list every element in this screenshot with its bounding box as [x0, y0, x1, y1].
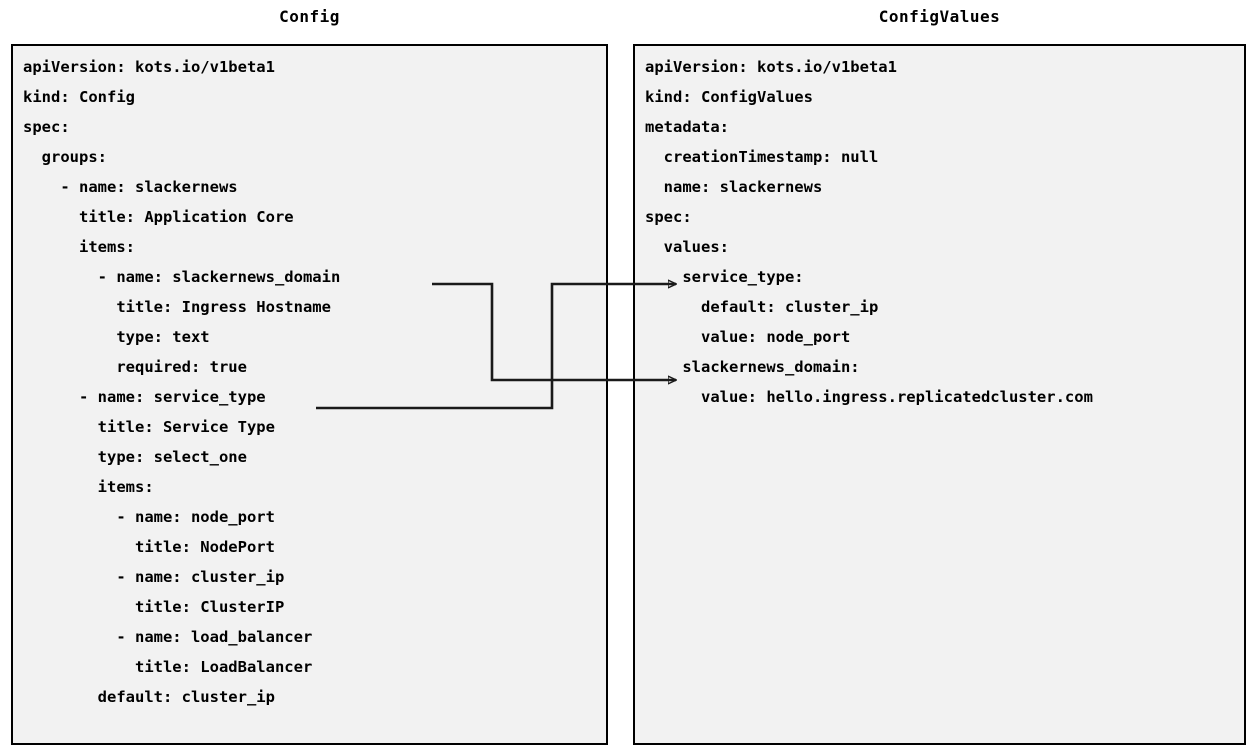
- config-yaml-line: - name: slackernews: [23, 178, 238, 196]
- panel-title-config: Config: [279, 7, 340, 26]
- config-yaml-line: spec:: [23, 118, 70, 136]
- config-yaml-line: required: true: [23, 358, 247, 376]
- configvalues-yaml-line: spec:: [645, 208, 692, 226]
- config-yaml-line: title: ClusterIP: [23, 598, 285, 616]
- configvalues-yaml-line: values:: [645, 238, 729, 256]
- configvalues-yaml-line: creationTimestamp: null: [645, 148, 879, 166]
- config-yaml-text: apiVersion: kots.io/v1beta1 kind: Config s…: [23, 52, 606, 712]
- configvalues-yaml-line: value: node_port: [645, 328, 851, 346]
- config-yaml-line: default: cluster_ip: [23, 688, 275, 706]
- config-yaml-line: - name: load_balancer: [23, 628, 313, 646]
- configvalues-yaml-line: kind: ConfigValues: [645, 88, 813, 106]
- config-yaml-line: - name: node_port: [23, 508, 275, 526]
- config-yaml-line: - name: service_type: [23, 388, 266, 406]
- config-yaml-line: - name: cluster_ip: [23, 568, 285, 586]
- config-yaml-line: title: LoadBalancer: [23, 658, 313, 676]
- config-yaml-line: kind: Config: [23, 88, 135, 106]
- config-yaml-line: items:: [23, 238, 135, 256]
- config-yaml-line: title: Service Type: [23, 418, 275, 436]
- config-yaml-line: apiVersion: kots.io/v1beta1: [23, 58, 275, 76]
- config-yaml-line: type: text: [23, 328, 210, 346]
- panel-title-configvalues: ConfigValues: [878, 7, 1001, 26]
- configvalues-yaml-line: apiVersion: kots.io/v1beta1: [645, 58, 897, 76]
- config-yaml-line: title: Application Core: [23, 208, 294, 226]
- config-yaml-line: items:: [23, 478, 154, 496]
- config-yaml-panel: apiVersion: kots.io/v1beta1 kind: Config s…: [11, 44, 608, 745]
- configvalues-yaml-panel: apiVersion: kots.io/v1beta1 kind: ConfigV…: [633, 44, 1246, 745]
- config-yaml-line: groups:: [23, 148, 107, 166]
- configvalues-yaml-line: service_type:: [645, 268, 804, 286]
- config-yaml-line: title: NodePort: [23, 538, 275, 556]
- configvalues-yaml-line: value: hello.ingress.replicatedcluster.c…: [645, 388, 1093, 406]
- configvalues-yaml-line: slackernews_domain:: [645, 358, 860, 376]
- config-yaml-line: - name: slackernews_domain: [23, 268, 341, 286]
- config-yaml-line: title: Ingress Hostname: [23, 298, 331, 316]
- configvalues-yaml-text: apiVersion: kots.io/v1beta1 kind: ConfigV…: [645, 52, 1244, 412]
- configvalues-yaml-line: default: cluster_ip: [645, 298, 879, 316]
- configvalues-yaml-line: metadata:: [645, 118, 729, 136]
- configvalues-yaml-line: name: slackernews: [645, 178, 823, 196]
- config-yaml-line: type: select_one: [23, 448, 247, 466]
